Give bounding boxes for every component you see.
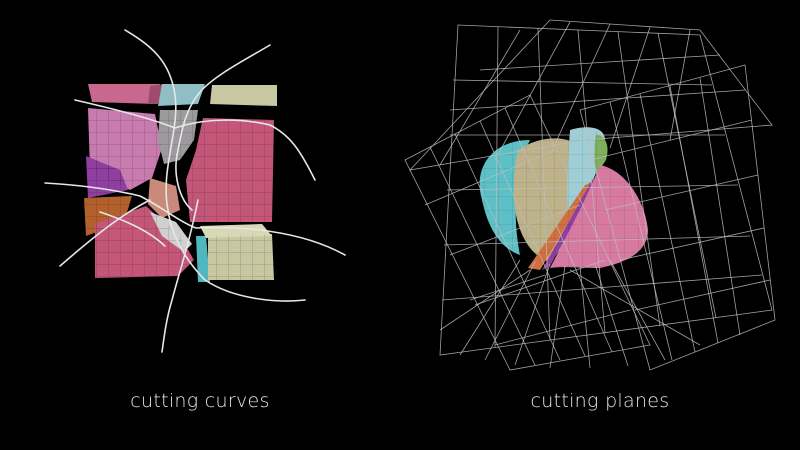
cutting-plane-grids: [404, 19, 776, 371]
cutting-curves-panel: cutting curves: [44, 29, 346, 412]
mesh-piece-cyan-narrow: [196, 236, 210, 282]
caption-cutting-planes: cutting planes: [530, 390, 670, 412]
mesh-piece-cream-top: [210, 85, 277, 106]
cutting-curve-1: [124, 29, 306, 302]
cutting-curve-6: [161, 199, 199, 353]
cutting-plane-1: [439, 24, 773, 356]
cutting-curve-2: [175, 44, 271, 211]
cutting-curve-7: [99, 211, 166, 247]
cutting-curves-illustration: [44, 29, 346, 353]
caption-cutting-curves: cutting curves: [130, 390, 270, 412]
cutting-curve-3: [74, 99, 316, 181]
cutting-curves: [44, 29, 346, 353]
converging-plane-edges: [439, 259, 701, 369]
cutting-plane-3: [579, 64, 776, 371]
mesh-piece-pink-top-side: [148, 84, 165, 104]
mesh-piece-pink-top: [88, 84, 160, 104]
cutting-plane-4: [404, 94, 651, 371]
mesh-piece-salmon-center: [148, 178, 180, 218]
cutting-planes-panel: cutting planes: [400, 0, 800, 450]
cutting-planes-illustration: [404, 19, 776, 371]
cutting-curve-4: [44, 182, 346, 256]
mesh-grid-overlay: [84, 108, 274, 280]
cutting-curve-5: [59, 199, 151, 267]
